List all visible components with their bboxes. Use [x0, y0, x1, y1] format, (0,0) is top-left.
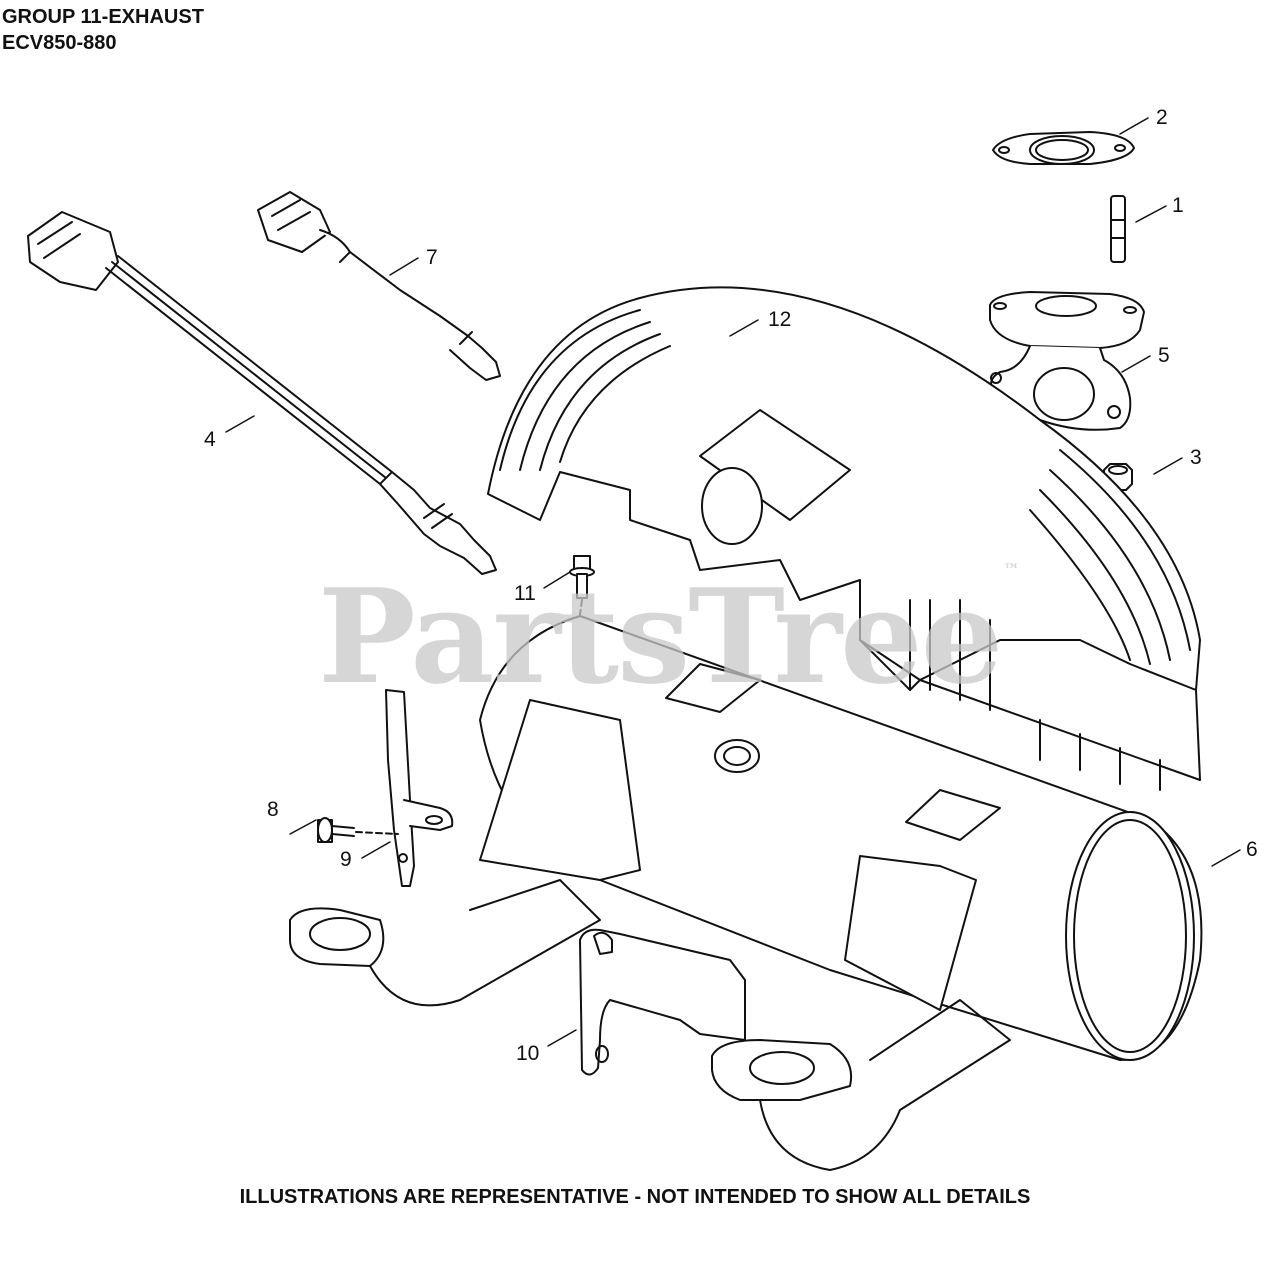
callout-part-5: 5 [1158, 344, 1170, 367]
callout-part-8: 8 [267, 798, 279, 821]
oxygen-sensor-part-7 [257, 191, 501, 381]
disclaimer-note: ILLUSTRATIONS ARE REPRESENTATIVE - NOT I… [239, 1186, 1031, 1208]
callout-part-2: 2 [1156, 106, 1168, 129]
callout-part-6: 6 [1246, 838, 1258, 861]
stud-part-1 [1110, 195, 1126, 263]
callout-part-7: 7 [426, 246, 438, 269]
diagram-header: GROUP 11-EXHAUST ECV850-880 [2, 4, 204, 56]
model-range: ECV850-880 [2, 32, 117, 54]
trademark-symbol: ™ [1003, 560, 1019, 579]
callout-leaders [225, 117, 1241, 1047]
callout-part-10: 10 [516, 1042, 540, 1065]
callout-part-11: 11 [514, 582, 536, 605]
callout-part-12: 12 [768, 308, 792, 331]
callout-part-4: 4 [204, 428, 216, 451]
oxygen-sensor-part-4 [27, 211, 497, 575]
callout-part-3: 3 [1190, 446, 1202, 469]
watermark-brand: PartsTree [318, 560, 1003, 713]
gasket-part-2 [992, 131, 1135, 165]
bracket-part-9 [385, 689, 454, 887]
callout-part-9: 9 [340, 848, 352, 871]
callout-part-1: 1 [1172, 194, 1184, 217]
bracket-part-10 [579, 928, 746, 1076]
heat-shield [487, 286, 1201, 791]
screw-part-8 [317, 817, 399, 843]
muffler-part-6 [289, 615, 1203, 1171]
group-title: GROUP 11-EXHAUST [2, 6, 204, 28]
